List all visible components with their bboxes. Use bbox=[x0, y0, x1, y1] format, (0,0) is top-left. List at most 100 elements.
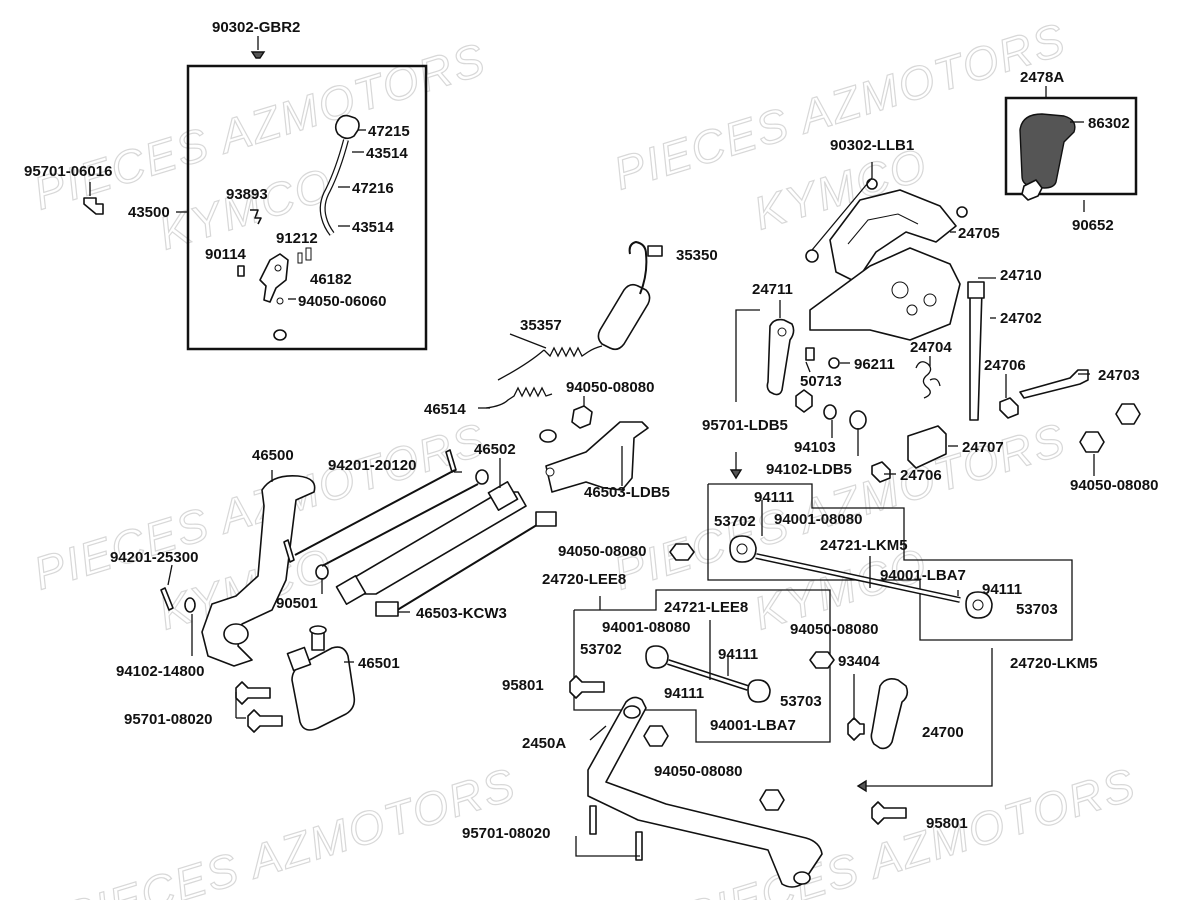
callout-label: 2450A bbox=[522, 735, 566, 752]
bolt-icon bbox=[635, 831, 643, 861]
nut-icon bbox=[539, 429, 557, 443]
callout-label: 94050-08080 bbox=[654, 763, 742, 780]
callout-label: 93893 bbox=[226, 186, 268, 203]
callout-label: 90501 bbox=[276, 595, 318, 612]
gate-housing-icon bbox=[829, 189, 957, 283]
callout-label: 47216 bbox=[352, 180, 394, 197]
callout-label: 24703 bbox=[1098, 367, 1140, 384]
nut-icon bbox=[669, 543, 695, 561]
callout-label: 43514 bbox=[366, 145, 408, 162]
callout-label: 94103 bbox=[794, 439, 836, 456]
pivot-bolt-icon bbox=[1019, 369, 1089, 399]
callout-label: 46502 bbox=[474, 441, 516, 458]
callout-label: 24707 bbox=[962, 439, 1004, 456]
callout-label: 90302-LLB1 bbox=[830, 137, 914, 154]
selector-arm-icon bbox=[766, 318, 795, 396]
callout-label: 94111 bbox=[754, 489, 794, 506]
callout-label: 90302-GBR2 bbox=[212, 19, 300, 36]
callout-label: 95801 bbox=[926, 815, 968, 832]
callout-label: 24720-LEE8 bbox=[542, 571, 626, 588]
spring-clip-icon bbox=[250, 209, 262, 225]
assembly-box bbox=[186, 64, 428, 351]
callout-label: 53702 bbox=[580, 641, 622, 658]
callout-label: 94201-20120 bbox=[328, 457, 416, 474]
callout-label: 96211 bbox=[854, 356, 895, 373]
nut-icon bbox=[1115, 403, 1141, 425]
callout-label: 94001-LBA7 bbox=[880, 567, 966, 584]
callout-label: 53702 bbox=[714, 513, 756, 530]
callout-label: 94001-08080 bbox=[602, 619, 690, 636]
spring-icon bbox=[485, 386, 553, 409]
callout-label: 94050-08080 bbox=[1070, 477, 1158, 494]
callout-label: 53703 bbox=[1016, 601, 1058, 618]
callout-label: 46182 bbox=[310, 271, 352, 288]
bolt-icon bbox=[247, 709, 283, 733]
ball-icon bbox=[828, 357, 840, 369]
switch-assembly bbox=[83, 36, 428, 351]
linkage-rods bbox=[573, 483, 1073, 743]
bolt-icon bbox=[795, 389, 813, 413]
callout-label: 35357 bbox=[520, 317, 562, 334]
gate-plate-icon bbox=[809, 247, 961, 341]
callout-label: 24700 bbox=[922, 724, 964, 741]
bushing-icon bbox=[999, 397, 1019, 419]
callout-label: 95701-08020 bbox=[462, 825, 550, 842]
callout-label: 43514 bbox=[352, 219, 394, 236]
assembly-outline bbox=[707, 483, 1073, 641]
callout-label: 2478A bbox=[1020, 69, 1064, 86]
nut-icon bbox=[809, 651, 835, 669]
callout-label: 90114 bbox=[205, 246, 247, 263]
brake-switch-icon bbox=[597, 283, 651, 351]
bracket-icon bbox=[259, 253, 289, 303]
callout-label: 24710 bbox=[1000, 267, 1042, 284]
callout-label: 46514 bbox=[424, 401, 466, 418]
knob-box bbox=[1004, 96, 1138, 196]
brake-pedal-icon bbox=[201, 474, 316, 667]
nut-icon bbox=[643, 725, 669, 747]
bolt-icon bbox=[569, 675, 605, 699]
screw-icon bbox=[250, 51, 266, 59]
rod-end-icon bbox=[645, 645, 669, 669]
selector-bracket-icon bbox=[907, 425, 947, 469]
cotter-pin-icon bbox=[283, 539, 295, 563]
callout-label: 24721-LKM5 bbox=[820, 537, 908, 554]
screw-icon bbox=[866, 178, 878, 190]
callout-label: 47215 bbox=[368, 123, 410, 140]
callout-label: 93404 bbox=[838, 653, 880, 670]
shift-mechanism bbox=[729, 86, 1141, 483]
callout-label: 24704 bbox=[910, 339, 952, 356]
shift-lever-area bbox=[569, 648, 993, 888]
callout-label: 94111 bbox=[664, 685, 704, 702]
shift-arm-icon bbox=[870, 678, 909, 750]
callout-label: 94111 bbox=[718, 646, 758, 663]
callout-label: 95701-LDB5 bbox=[702, 417, 788, 434]
callout-label: 94102-LDB5 bbox=[766, 461, 852, 478]
callout-label: 86302 bbox=[1088, 115, 1130, 132]
pin-icon bbox=[805, 347, 815, 361]
shift-lever-rod-icon bbox=[969, 289, 983, 421]
leader-lines bbox=[167, 200, 1090, 741]
screw-icon bbox=[83, 197, 104, 215]
bolt-icon bbox=[871, 801, 907, 825]
washer-icon bbox=[184, 597, 196, 613]
callout-label: 24720-LKM5 bbox=[1010, 655, 1098, 672]
callout-label: 24706 bbox=[900, 467, 942, 484]
callout-label: 24706 bbox=[984, 357, 1026, 374]
callout-label: 46503-KCW3 bbox=[416, 605, 507, 622]
shift-knob-icon bbox=[1019, 113, 1076, 189]
assembly-outline bbox=[573, 589, 831, 743]
callout-label: 24705 bbox=[958, 225, 1000, 242]
nut-icon bbox=[805, 249, 819, 263]
callout-label: 94102-14800 bbox=[116, 663, 204, 680]
callout-label: 94050-08080 bbox=[566, 379, 654, 396]
callout-label: 94050-08080 bbox=[790, 621, 878, 638]
bushing-icon bbox=[871, 461, 891, 483]
callout-label: 35350 bbox=[676, 247, 718, 264]
switch-icon bbox=[334, 114, 360, 140]
callout-label: 24711 bbox=[752, 281, 793, 298]
callout-label: 46503-LDB5 bbox=[584, 484, 670, 501]
washer-icon bbox=[823, 404, 837, 420]
callout-label: 94001-LBA7 bbox=[710, 717, 796, 734]
washer-icon bbox=[315, 564, 329, 580]
